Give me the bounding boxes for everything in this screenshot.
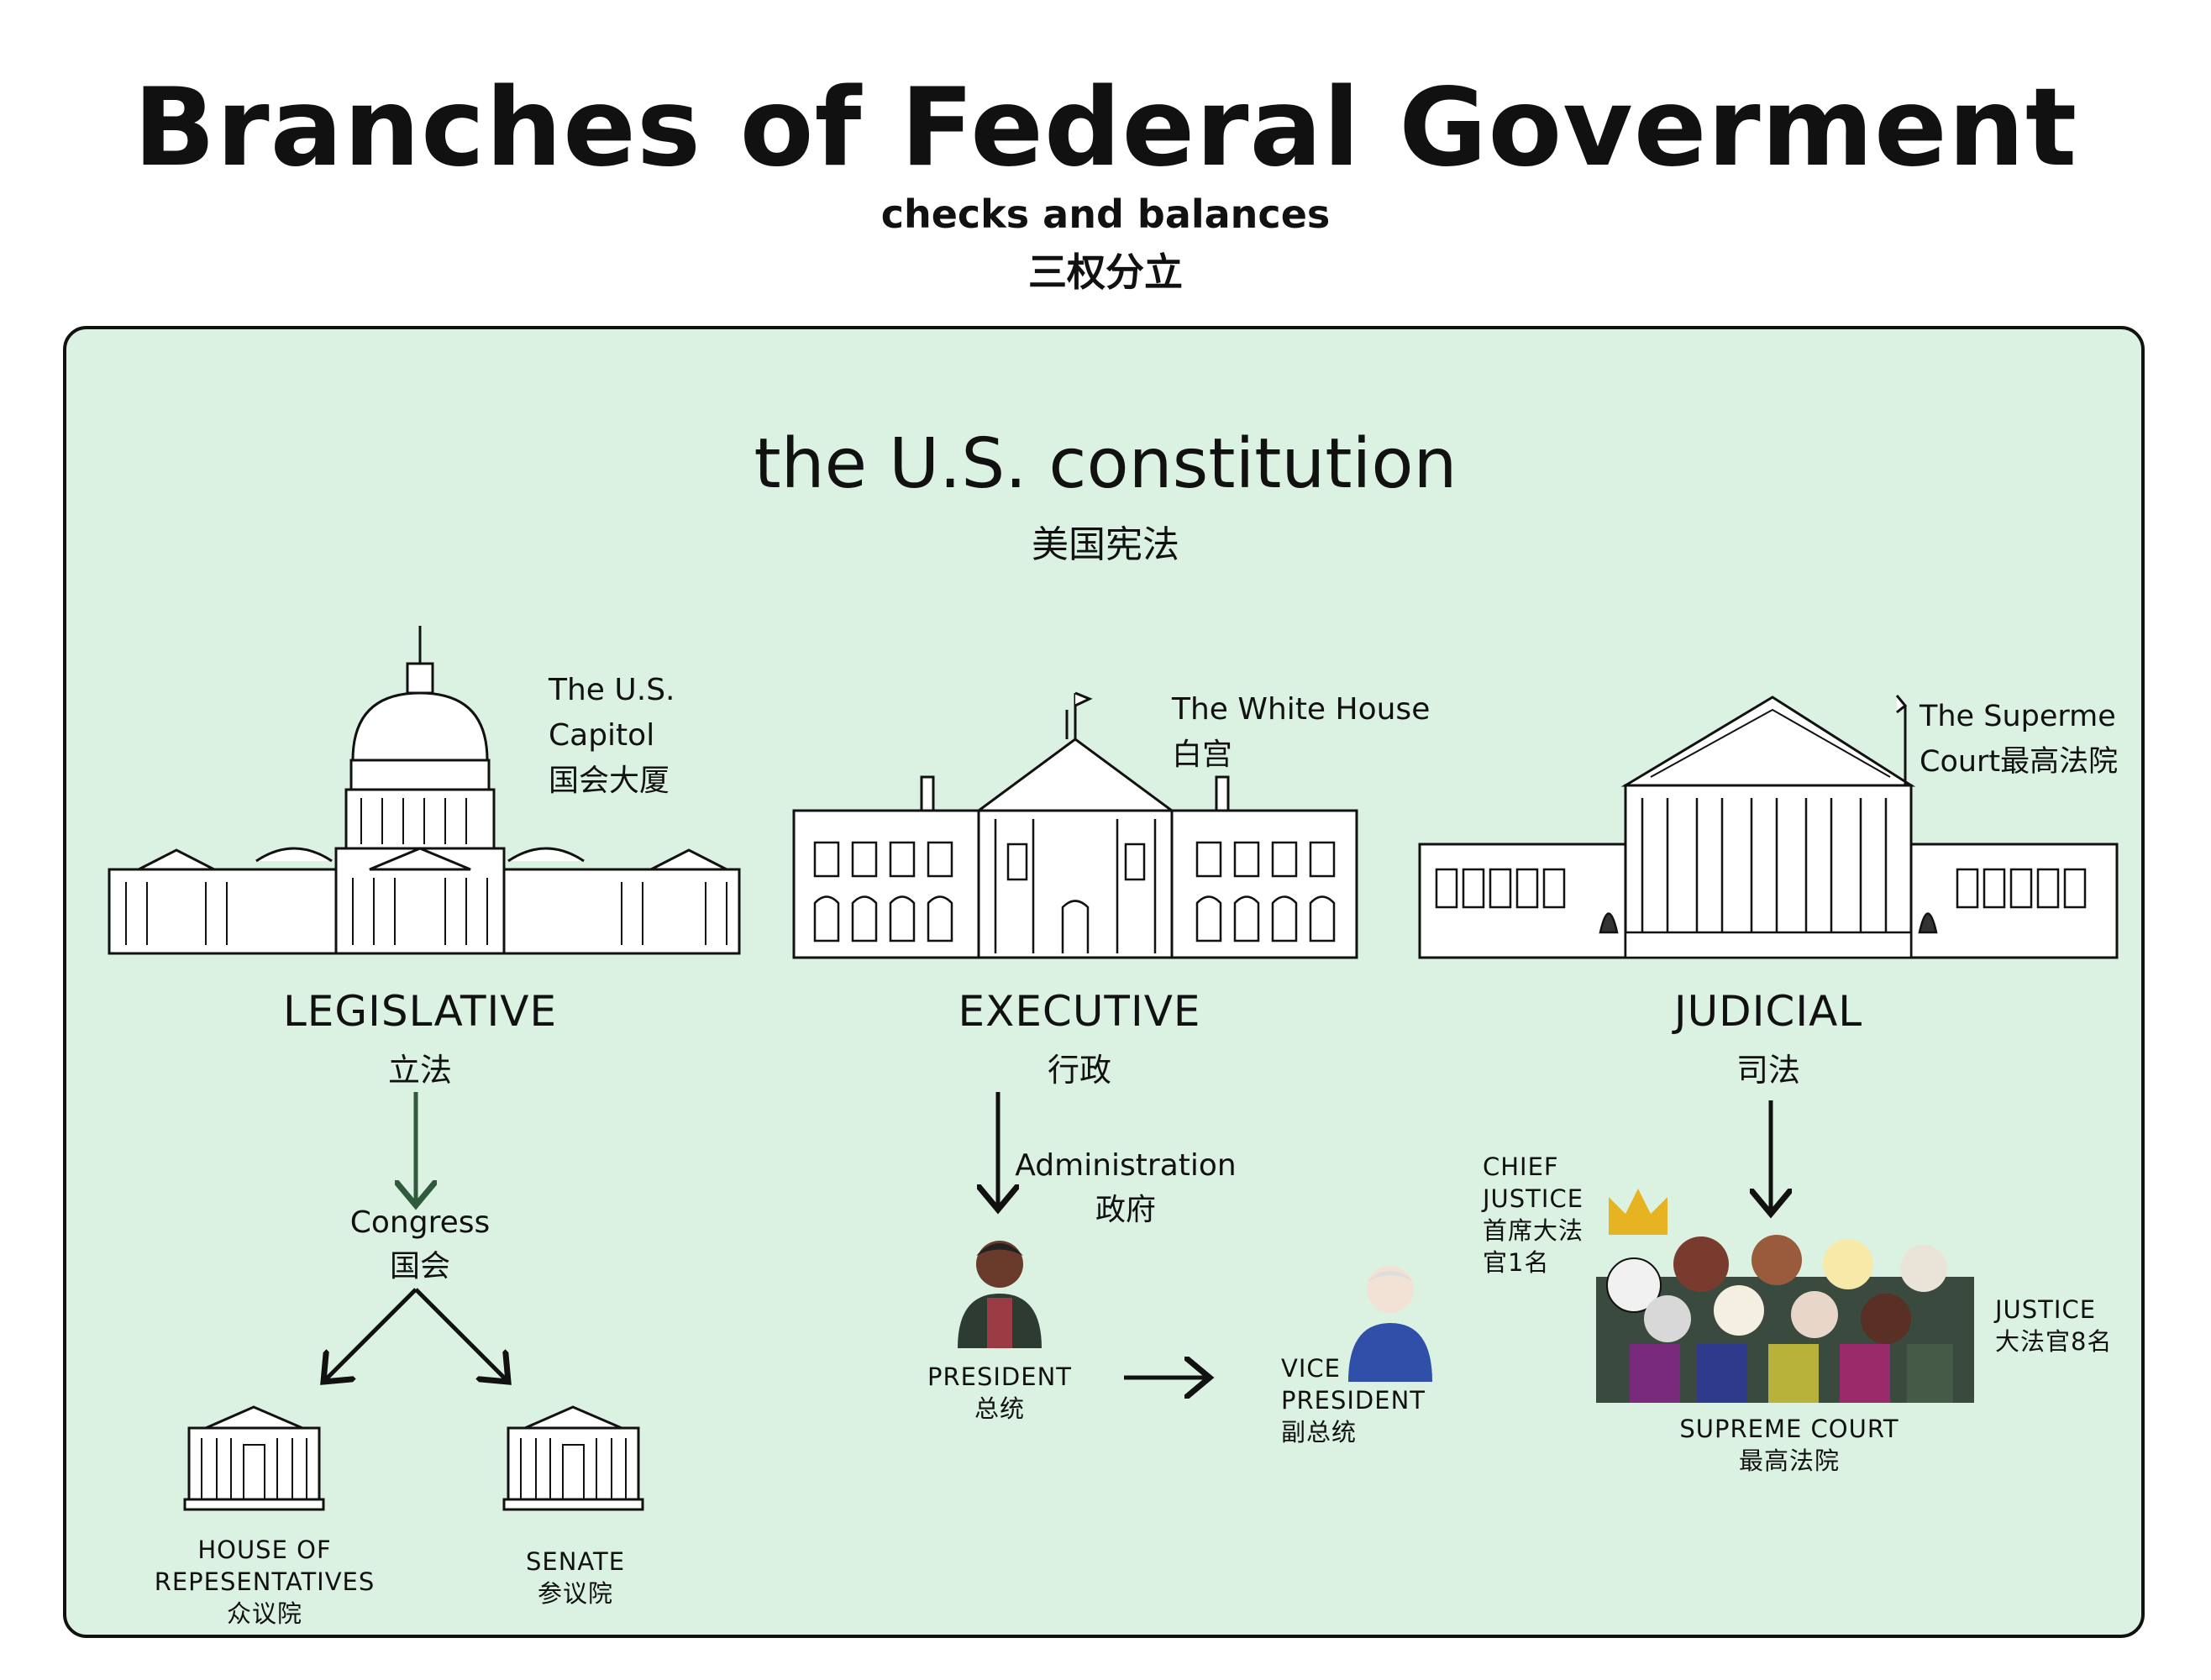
chief-justice-label-zh-1: 首席大法 xyxy=(1483,1216,1584,1245)
supreme-court-group-label-en: SUPREME COURT xyxy=(1679,1415,1899,1443)
constitution-title-zh: 美国宪法 xyxy=(1032,523,1179,566)
chief-justice-label: CHIEF JUSTICE 首席大法 官1名 xyxy=(1483,1151,1583,1278)
house-label: HOUSE OF REPESENTATIVES 众议院 xyxy=(134,1534,395,1630)
house-label-en-1: HOUSE OF xyxy=(197,1536,332,1564)
judicial-branch-title: JUDICIAL xyxy=(1673,987,1863,1036)
chief-justice-label-en-1: CHIEF xyxy=(1483,1152,1559,1181)
crown-icon xyxy=(1609,1189,1667,1235)
capitol-building-icon xyxy=(108,626,741,955)
justice-label: JUSTICE 大法官8名 xyxy=(1995,1294,2112,1357)
president-icon xyxy=(958,1241,1042,1348)
supreme-court-label-en-1: The Superme xyxy=(1920,700,2116,733)
judicial-branch-title-zh: 司法 xyxy=(1736,1052,1800,1089)
justices-group-icon xyxy=(1596,1235,1974,1403)
supreme-court-label-en-2: Court xyxy=(1920,745,2001,779)
supreme-court-group-label: SUPREME COURT 最高法院 xyxy=(1646,1413,1932,1477)
senate-label: SENATE 参议院 xyxy=(479,1546,672,1609)
executive-arrows xyxy=(998,1092,1210,1378)
house-of-representatives-icon xyxy=(183,1405,325,1511)
president-label: PRESIDENT 总统 xyxy=(907,1361,1092,1425)
vice-president-label-zh: 副总统 xyxy=(1281,1418,1358,1446)
white-house-label-zh: 白宫 xyxy=(1172,738,1233,772)
chief-justice-label-zh-2: 官1名 xyxy=(1483,1248,1550,1277)
senate-label-zh: 参议院 xyxy=(537,1579,613,1608)
white-house-label: The White House 白宫 xyxy=(1172,687,1430,778)
supreme-court-label-zh: 最高法院 xyxy=(2000,745,2119,779)
executive-branch-title-zh: 行政 xyxy=(1047,1052,1111,1089)
constitution-title: the U.S. constitution xyxy=(754,424,1457,504)
executive-branch-title: EXECUTIVE xyxy=(958,987,1201,1036)
justice-label-en: JUSTICE xyxy=(1995,1295,2097,1324)
supreme-court-group-label-zh: 最高法院 xyxy=(1738,1446,1840,1475)
supreme-court-icon xyxy=(1418,695,2119,959)
capitol-label-en-1: The U.S. xyxy=(549,673,675,707)
legislative-branch-title-zh: 立法 xyxy=(387,1052,452,1089)
administration-label-zh: 政府 xyxy=(1095,1193,1156,1227)
administration-label: Administration xyxy=(1015,1148,1237,1183)
page-subtitle: checks and balances xyxy=(880,192,1331,237)
white-house-label-en: The White House xyxy=(1172,692,1431,727)
house-label-en-2: REPESENTATIVES xyxy=(154,1567,376,1596)
president-label-zh: 总统 xyxy=(974,1394,1025,1423)
page-subtitle-zh: 三权分立 xyxy=(1028,249,1183,295)
senate-icon xyxy=(502,1405,644,1511)
diagram-panel xyxy=(63,326,2145,1638)
capitol-label-en-2: Capitol xyxy=(549,718,655,753)
vice-president-label-en-1: VICE xyxy=(1281,1354,1341,1383)
page-title: Branches of Federal Goverment xyxy=(133,66,2078,191)
vice-president-label-en-2: PRESIDENT xyxy=(1281,1386,1426,1415)
congress-label: Congress xyxy=(349,1205,491,1240)
congress-label-zh: 国会 xyxy=(389,1249,450,1284)
legislative-branch-title: LEGISLATIVE xyxy=(282,987,558,1036)
capitol-label: The U.S. Capitol 国会大厦 xyxy=(549,668,675,804)
president-label-en: PRESIDENT xyxy=(927,1362,1072,1391)
capitol-label-zh: 国会大厦 xyxy=(549,764,670,798)
vice-president-label: VICE PRESIDENT 副总统 xyxy=(1281,1352,1426,1448)
legislative-arrows xyxy=(323,1092,508,1382)
chief-justice-label-en-2: JUSTICE xyxy=(1483,1184,1584,1213)
supreme-court-label: The Superme Court最高法院 xyxy=(1920,694,2118,785)
justice-label-zh: 大法官8名 xyxy=(1995,1327,2113,1356)
white-house-icon xyxy=(792,691,1358,959)
senate-label-en: SENATE xyxy=(525,1547,626,1576)
house-label-zh: 众议院 xyxy=(226,1599,302,1628)
vice-president-icon xyxy=(1348,1266,1432,1382)
supreme-court-label-line-2: Court最高法院 xyxy=(1920,739,2118,785)
